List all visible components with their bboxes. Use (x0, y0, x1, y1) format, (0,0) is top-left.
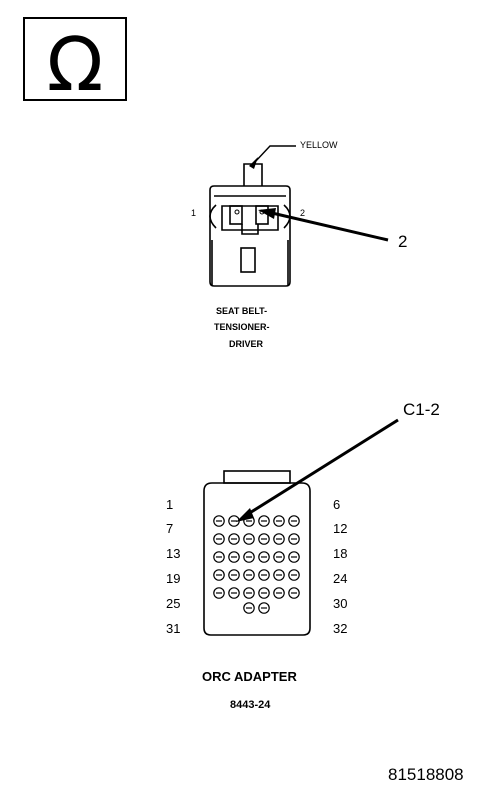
adapter-pin (288, 569, 300, 581)
adapter-pin-label-left: 1 (166, 497, 174, 512)
adapter-pin (243, 569, 255, 581)
adapter-pin (273, 551, 285, 563)
callout-c1-2-label: C1-2 (403, 400, 440, 419)
adapter-pin (273, 515, 285, 527)
tensioner-name-line-2: TENSIONER- (214, 322, 270, 332)
adapter-pin (258, 602, 270, 614)
yellow-arrowhead (249, 157, 258, 169)
adapter-pin (213, 569, 225, 581)
callout-c1-2-line (247, 418, 399, 516)
adapter-pin (288, 587, 300, 599)
adapter-pin (258, 551, 270, 563)
tensioner-cavity-1 (234, 209, 240, 215)
adapter-pin-label-right: 32 (333, 621, 348, 636)
adapter-pin-label-right: 30 (333, 596, 348, 611)
adapter-pin (288, 515, 300, 527)
adapter-pin-label-left: 31 (166, 621, 181, 636)
adapter-pin (243, 602, 255, 614)
adapter-pin (288, 533, 300, 545)
adapter-pin-label-left: 25 (166, 596, 181, 611)
tensioner-pin-1-label: 1 (191, 208, 197, 218)
adapter-pin (273, 533, 285, 545)
adapter-pin (213, 587, 225, 599)
ohm-symbol: Ω (47, 22, 104, 108)
yellow-leader-line (254, 145, 296, 163)
adapter-part-number: 8443-24 (230, 699, 271, 711)
ohmmeter-icon: Ω (23, 17, 127, 108)
callout-2-line (271, 211, 389, 242)
adapter-pin (213, 533, 225, 545)
adapter-pin-label-left: 19 (166, 571, 181, 586)
adapter-pin (258, 587, 270, 599)
adapter-pin (288, 551, 300, 563)
adapter-pin-label-left: 7 (166, 521, 174, 536)
adapter-pin (273, 587, 285, 599)
adapter-pin (228, 569, 240, 581)
adapter-pin (228, 551, 240, 563)
adapter-pin-label-right: 24 (333, 571, 348, 586)
callout-c1-2-arrowhead (236, 508, 254, 522)
adapter-pin (258, 515, 270, 527)
adapter-pin-label-right: 18 (333, 546, 348, 561)
adapter-title: ORC ADAPTER (202, 669, 297, 684)
tensioner-pin-2-label: 2 (300, 208, 306, 218)
adapter-pin (228, 587, 240, 599)
callout-2-label: 2 (398, 232, 408, 251)
orc-adapter-connector (203, 470, 311, 636)
adapter-pin-grid (213, 515, 300, 614)
tensioner-connector (209, 163, 291, 287)
adapter-pin-label-right: 12 (333, 521, 348, 536)
adapter-pin-label-right: 6 (333, 497, 341, 512)
adapter-pin (213, 551, 225, 563)
callout-2-arrowhead (258, 208, 276, 219)
tensioner-name-line-3: DRIVER (229, 339, 264, 349)
adapter-pin (243, 587, 255, 599)
adapter-pin (243, 551, 255, 563)
adapter-pin (258, 569, 270, 581)
adapter-pin (213, 515, 225, 527)
adapter-pin (228, 533, 240, 545)
figure-id: 81518808 (388, 765, 464, 784)
adapter-pin-label-left: 13 (166, 546, 181, 561)
yellow-wire-label: YELLOW (300, 140, 338, 150)
adapter-pin (243, 533, 255, 545)
adapter-pin (273, 569, 285, 581)
tensioner-name-line-1: SEAT BELT- (216, 306, 268, 316)
adapter-pin (258, 533, 270, 545)
